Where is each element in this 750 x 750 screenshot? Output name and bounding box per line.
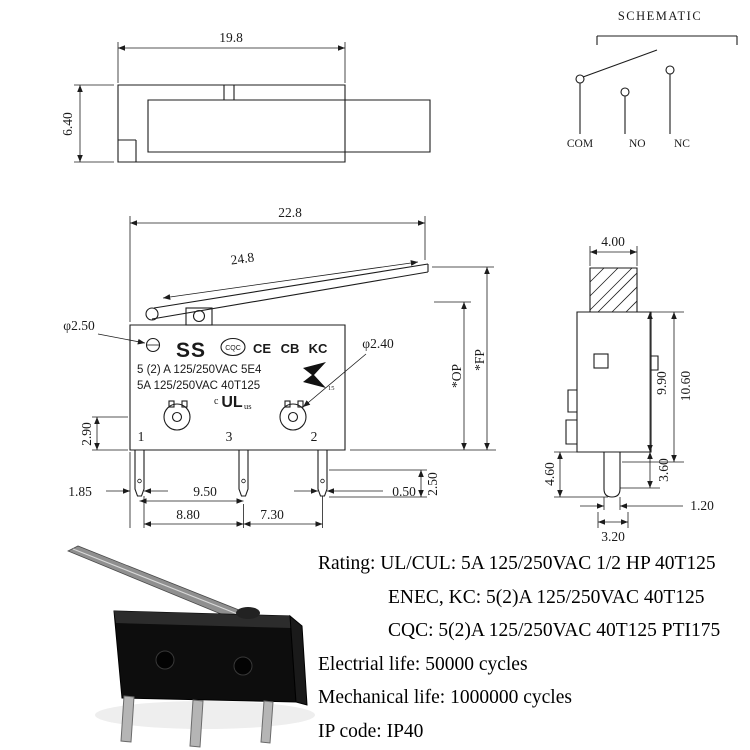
main-view-dimensions: 22.8 24.8 φ2.50 φ2.40 2.90 *OP *FP bbox=[63, 205, 496, 528]
plunger-hatching bbox=[589, 267, 638, 313]
photo-hinge bbox=[236, 607, 260, 619]
cb-mark: CB bbox=[281, 341, 300, 356]
dim-op: *OP bbox=[449, 364, 464, 388]
no-contact bbox=[620, 87, 630, 97]
lever-arm bbox=[151, 263, 429, 320]
ul-mark: UL bbox=[221, 394, 243, 411]
dim-pivot-hole: φ2.50 bbox=[63, 318, 95, 333]
pivot-hole bbox=[145, 337, 161, 353]
dim-edge-to-pin: 1.85 bbox=[68, 484, 92, 499]
terminals bbox=[134, 450, 328, 497]
dim-lever-length: 24.8 bbox=[230, 249, 256, 267]
dim-total-height: 10.60 bbox=[678, 371, 693, 402]
nc-label: NC bbox=[674, 138, 690, 150]
rating-line: CQC: 5(2)A 125/250VAC 40T125 PTI175 bbox=[388, 620, 721, 641]
ce-mark: CE bbox=[253, 341, 271, 356]
dim-pin-length: 4.60 bbox=[542, 462, 557, 486]
dim-lever-width: 19.8 bbox=[219, 30, 243, 45]
product-photo bbox=[67, 545, 315, 748]
rating-marking-2: 5A 125/250VAC 40T125 bbox=[137, 380, 260, 392]
dim-span-left: 8.80 bbox=[176, 507, 200, 522]
dim-body-height: 9.90 bbox=[654, 371, 669, 395]
dim-mount-hole: φ2.40 bbox=[362, 336, 394, 351]
side-body-outline bbox=[576, 311, 652, 453]
dim-pin-height: 2.90 bbox=[79, 422, 94, 446]
dim-pin-hole-offset: 2.50 bbox=[425, 472, 440, 496]
mounting-hole-right bbox=[279, 403, 307, 431]
mounting-hole-left bbox=[163, 403, 191, 431]
com-label: COM bbox=[567, 138, 593, 150]
lever-top-view: 19.8 6.40 bbox=[60, 30, 431, 163]
ratings-block: Rating: UL/CUL: 5A 125/250VAC 1/2 HP 40T… bbox=[318, 547, 748, 748]
rating-marking-1: 5 (2) A 125/250VAC 5E4 bbox=[137, 364, 262, 376]
cqc-logo-text: CQC bbox=[225, 345, 241, 352]
schematic-title: SCHEMATIC bbox=[618, 9, 702, 23]
schematic-diagram: SCHEMATIC COM NO NC bbox=[567, 9, 738, 150]
side-view: 4.00 9.90 10.60 4.60 3 bbox=[542, 234, 714, 544]
dim-lever-height: 6.40 bbox=[60, 112, 75, 136]
rating-line: ENEC, KC: 5(2)A 125/250VAC 40T125 bbox=[388, 586, 705, 608]
switch-body-outline bbox=[129, 324, 346, 451]
dim-fp: *FP bbox=[472, 349, 487, 371]
photo-pin-2 bbox=[189, 699, 204, 748]
dim-pin-width: 0.50 bbox=[392, 484, 416, 499]
plunger bbox=[589, 267, 638, 312]
mechanical-life-line: Mechanical life: 1000000 cycles bbox=[318, 687, 572, 708]
com-contact bbox=[575, 74, 585, 84]
photo-hole-left bbox=[155, 650, 175, 670]
dim-side-pin-width: 1.20 bbox=[690, 498, 714, 513]
ip-code-line: IP code: IP40 bbox=[318, 720, 424, 742]
side-terminal-pin bbox=[603, 452, 621, 498]
photo-hole-right bbox=[233, 656, 253, 676]
no-label: NO bbox=[629, 138, 646, 150]
cert-arrow-note: 15 bbox=[328, 385, 335, 392]
main-front-view: SS CQC CE CB KC 5 (2) A 125/250VAC 5E4 5… bbox=[63, 205, 496, 528]
dim-plunger-width: 4.00 bbox=[601, 234, 625, 249]
cert-arrow-logo bbox=[303, 362, 326, 388]
photo-shadow bbox=[95, 701, 315, 729]
cqc-logo bbox=[220, 337, 246, 357]
switch-arm bbox=[582, 49, 658, 78]
electrical-life-line: Electrial life: 50000 cycles bbox=[318, 653, 528, 675]
terminal-number-3: 3 bbox=[226, 429, 233, 444]
dim-base-width: 3.20 bbox=[601, 529, 625, 544]
photo-pin-3 bbox=[260, 700, 274, 744]
brand-logo: SS bbox=[176, 339, 206, 362]
kc-mark: KC bbox=[309, 341, 328, 356]
dim-body-width: 22.8 bbox=[278, 205, 302, 220]
dim-span-right: 7.30 bbox=[260, 507, 284, 522]
terminal-number-2: 2 bbox=[311, 429, 318, 444]
ul-mark-us: us bbox=[244, 401, 252, 411]
dim-pin1-pin3: 9.50 bbox=[193, 484, 217, 499]
rating-line: Rating: UL/CUL: 5A 125/250VAC 1/2 HP 40T… bbox=[318, 553, 716, 574]
dim-pin-offset: 3.60 bbox=[656, 458, 671, 482]
nc-contact bbox=[665, 65, 675, 75]
ul-mark-c: c bbox=[214, 396, 219, 407]
terminal-number-1: 1 bbox=[138, 429, 145, 444]
photo-pin-1 bbox=[120, 695, 135, 743]
